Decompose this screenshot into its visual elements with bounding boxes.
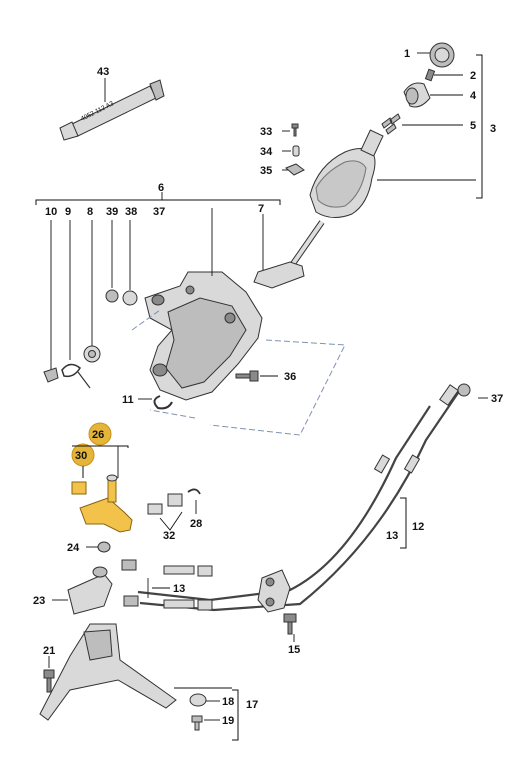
callout-18: 18 [222,696,234,708]
callout-37-cable: 37 [491,393,503,405]
nut-30 [71,481,87,495]
pin-34 [292,145,300,157]
dashed-guide [131,309,346,436]
pin-19 [191,715,203,731]
callout-21: 21 [43,645,55,657]
callout-4: 4 [470,90,477,102]
callout-5: 5 [470,120,476,132]
callout-13-right: 13 [386,530,398,542]
bushing-38 [122,290,138,306]
callout-11: 11 [122,394,134,406]
callout-9: 9 [65,206,71,218]
bushing-39 [105,289,119,303]
bolt-32b [167,493,183,507]
callout-1: 1 [404,48,410,60]
callout-17: 17 [246,699,258,711]
callout-12: 12 [412,521,424,533]
shift-knob-cap [429,42,455,68]
callout-10: 10 [45,206,57,218]
callout-3: 3 [490,123,496,135]
callout-30: 30 [75,450,87,462]
callout-26: 26 [92,429,104,441]
bushing-8 [83,345,101,363]
spring-5 [381,113,401,135]
screw-33 [291,123,299,137]
nut-24 [97,541,111,553]
bushing-18 [189,693,207,707]
callout-36: 36 [284,371,296,383]
shift-boot [309,129,384,218]
shift-lever-7 [253,220,325,289]
callout-24: 24 [67,542,80,554]
gearshift-housing [144,271,263,401]
highlight-badge-26 [88,422,112,446]
callout-7: 7 [258,203,264,215]
callout-43: 43 [97,66,109,78]
selector-cables [121,383,471,613]
bracket-23 [67,566,113,615]
callout-32: 32 [163,530,175,542]
callout-38: 38 [125,206,137,218]
clip-35 [285,163,305,176]
screw-36 [235,370,259,382]
screw-15 [283,613,297,635]
callout-33: 33 [260,126,272,138]
callout-13-left: 13 [173,583,185,595]
callout-39: 39 [106,206,118,218]
callout-15: 15 [288,644,300,656]
callout-8: 8 [87,206,93,218]
bolt-32a [147,503,163,515]
callout-37-top: 37 [153,206,165,218]
callout-6: 6 [158,182,164,194]
clip-10 [43,367,59,383]
callout-23: 23 [33,595,45,607]
bolt-21 [43,669,55,693]
mount-bracket-17 [39,623,177,721]
shift-knob [403,82,431,108]
washer-11 [153,395,173,410]
callout-28: 28 [190,518,202,530]
callout-19: 19 [222,715,234,727]
spring-9 [61,363,91,389]
clip-28 [187,488,201,495]
callout-35: 35 [260,165,272,177]
lever-bracket-26 [79,474,133,533]
grease-tube: 4052 112 A3 [59,79,165,141]
callout-34: 34 [260,146,273,158]
callout-2: 2 [470,70,476,82]
small-screw-2 [424,68,436,82]
